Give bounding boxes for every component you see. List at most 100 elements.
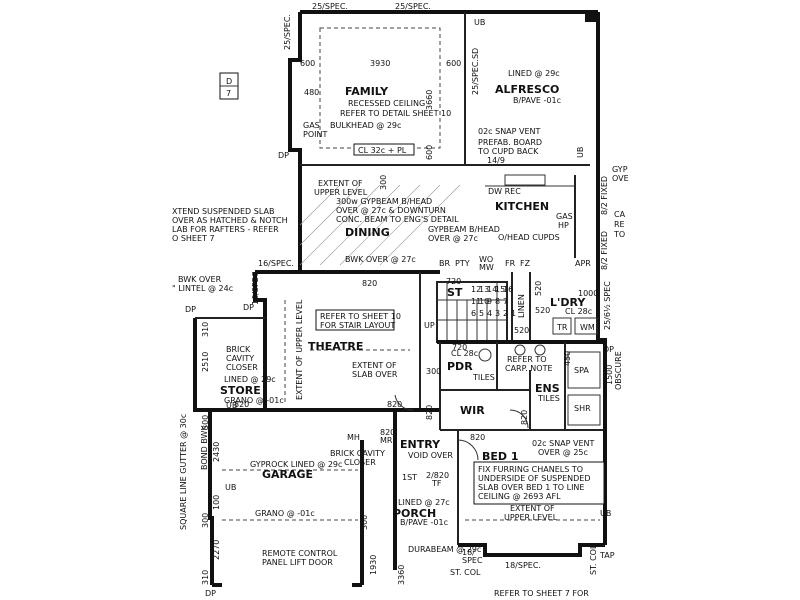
stair-number: 7 <box>503 297 508 306</box>
dim-520c: 520 <box>514 326 529 335</box>
note-gyp-right-1: GYP <box>612 165 628 174</box>
dim-600b: 600 <box>446 59 461 68</box>
note-tr: TR <box>556 323 568 332</box>
note-mr: MR <box>380 436 393 445</box>
note-gutter: SQUARE LINE GUTTER @ 30c <box>179 414 188 530</box>
note-bed-vent-2: OVER @ 25c <box>538 448 588 457</box>
note-gas-hp-1: GAS <box>556 212 573 221</box>
note-store-grano: GRANO @ -01c <box>224 396 284 405</box>
note-d7-bottom: 7 <box>226 89 231 98</box>
note-snap-vent-top: 02c SNAP VENT <box>478 127 541 136</box>
dim-300c: 300 <box>201 415 210 430</box>
room-store: STORE <box>220 384 261 397</box>
door-swing-entry <box>457 439 479 461</box>
dim-3660: 3660 <box>425 90 434 110</box>
note-dp-c: DP <box>243 303 254 312</box>
note-ca-2: RE <box>614 220 625 229</box>
notes: 25/SPEC. 25/SPEC. 25/SPEC. 25/SPEC.SD UB… <box>172 2 629 598</box>
wall-store-outer <box>193 318 210 412</box>
dim-3930: 3930 <box>370 59 390 68</box>
note-gypbeam-1: 300w GYPBEAM B/HEAD <box>336 197 432 206</box>
note-brick-cav-2: CAVITY <box>226 354 254 363</box>
note-mh: MH <box>347 433 360 442</box>
dim-310b: 310 <box>201 570 210 585</box>
dim-300e: 300 <box>360 515 369 530</box>
tub-ldry <box>552 317 572 335</box>
furring-note-box <box>473 461 605 505</box>
note-furring-2: UNDERSIDE OF SUSPENDED <box>478 474 591 483</box>
note-dp-a: DP <box>278 151 289 160</box>
note-brick-cav-5: CLOSER <box>344 458 376 467</box>
note-ub-c: UB <box>600 509 611 518</box>
note-tap: TAP <box>599 551 615 560</box>
note-cl-28c-a: CL 28c <box>565 307 592 316</box>
note-gypbeam-3: CONC. BEAM TO ENG'S DETAIL <box>336 215 459 224</box>
note-gas-hp-2: HP <box>558 221 569 230</box>
note-slab-2: OVER AS HATCHED & NOTCH <box>172 216 288 225</box>
room-entry: ENTRY <box>400 438 441 451</box>
dim-310a: 310 <box>201 322 210 337</box>
dim-720b: 720 <box>452 343 467 352</box>
dim-480: 480 <box>304 88 319 97</box>
note-obscure-2: OBSCURE <box>614 351 623 390</box>
note-gas-point-2: POINT <box>303 130 327 139</box>
dim-2270: 2270 <box>212 540 221 560</box>
note-ref-carp-1: REFER TO <box>507 355 547 364</box>
note-tiles-a: TILES <box>472 373 495 382</box>
note-remote-2: PANEL LIFT DOOR <box>262 558 333 567</box>
note-spec-18c: SPEC <box>462 556 483 565</box>
note-stair-ref-2: FOR STAIR LAYOUT <box>320 321 395 330</box>
note-spa: SPA <box>574 366 589 375</box>
note-slab-4: O SHEET 7 <box>172 234 215 243</box>
dim-820f: 820 <box>380 428 395 437</box>
stair-number: 2 <box>503 309 508 318</box>
note-family-ceiling-2: REFER TO DETAIL SHEET 10 <box>340 109 451 118</box>
note-bed-extent-2: UPPER LEVEL <box>504 513 558 522</box>
note-bed-extent-1: EXTENT OF <box>510 504 555 513</box>
shower <box>567 394 601 426</box>
stair-number: 5 <box>479 309 484 318</box>
dim-820d: 820 <box>425 405 434 420</box>
note-st-col-1: ST. COL <box>450 568 481 577</box>
note-ca-3: TO <box>613 230 625 239</box>
stair-number: 14 <box>487 285 497 294</box>
stair-number: 13 <box>479 285 489 294</box>
note-spec-top-left: 25/SPEC. <box>312 2 348 11</box>
note-apr: APR <box>575 259 591 268</box>
note-garage-grano: GRANO @ -01c <box>255 509 315 518</box>
note-theatre-slab-2: SLAB OVER <box>352 370 398 379</box>
dim-1000: 1000 <box>578 289 598 298</box>
note-tiles-b: TILES <box>537 394 560 403</box>
note-spec-18b: 18/ <box>462 548 475 557</box>
dim-520a: 520 <box>535 306 550 315</box>
dim-300b: 300 <box>426 367 441 376</box>
wm-ldry <box>574 317 598 335</box>
room-dining: DINING <box>345 226 390 239</box>
dim-450: 450 <box>563 351 572 366</box>
note-cl: CL 32c + PL <box>358 146 407 155</box>
note-shr: SHR <box>574 404 591 413</box>
dim-600a: 600 <box>300 59 315 68</box>
stair-number: 6 <box>471 309 476 318</box>
dim-820b: 820 <box>234 400 249 409</box>
note-slab-1: XTEND SUSPENDED SLAB <box>172 207 274 216</box>
note-spec-16a: 16/SPEC. <box>258 259 294 268</box>
note-extent-upper-1: EXTENT OF <box>318 179 363 188</box>
dim-2-820: 2/820 <box>426 471 449 480</box>
note-furring-4: CEILING @ 2693 AFL <box>478 492 561 501</box>
note-bwk-over-2: BWK OVER <box>178 275 222 284</box>
stair-number: 4 <box>487 309 492 318</box>
room-ens: ENS <box>535 382 560 395</box>
dim-100: 100 <box>212 495 221 510</box>
note-gas-point-1: GAS <box>303 121 320 130</box>
note-up: UP <box>424 321 435 330</box>
note-pty: PTY <box>455 259 470 268</box>
note-furring-1: FIX FURRING CHANELS TO <box>478 465 583 474</box>
note-first-st: 1ST <box>402 473 417 482</box>
dim-3360: 3360 <box>397 565 406 585</box>
note-obscure-1: 1500 <box>605 365 614 385</box>
stair-number: 3 <box>495 309 500 318</box>
walls <box>193 10 607 587</box>
dashed-extents <box>222 27 600 521</box>
